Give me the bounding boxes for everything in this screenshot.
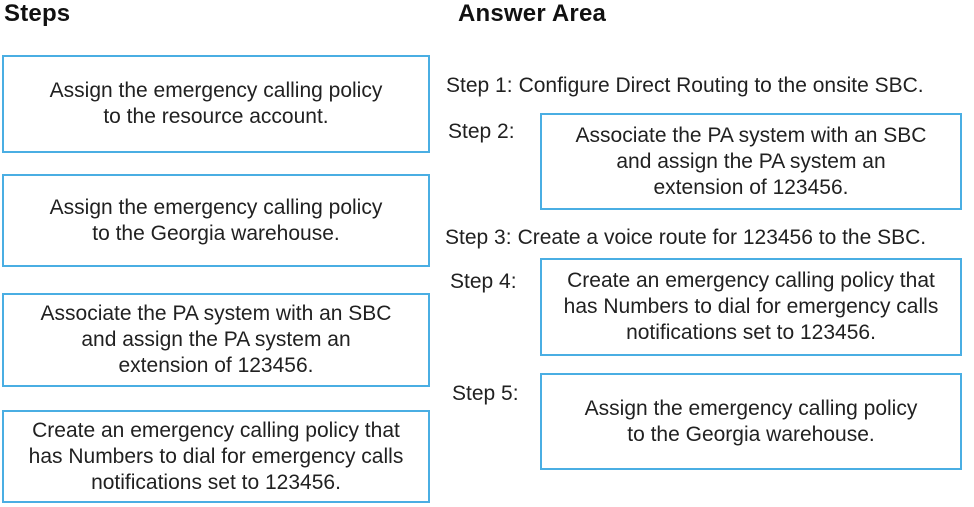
steps-panel-title: Steps (4, 0, 71, 27)
step-5-answer-text: Assign the emergency calling policy to t… (584, 396, 918, 446)
steps-option-text-4: Create an emergency calling policy that … (28, 418, 404, 494)
step-2-label: Step 2: (448, 120, 515, 143)
steps-option-box-4[interactable]: Create an emergency calling policy that … (2, 410, 430, 503)
step-3-text: Create a voice route for 123456 to the S… (517, 226, 927, 249)
answer-row-step-1: Step 1:Configure Direct Routing to the o… (446, 74, 924, 98)
steps-option-text-2: Assign the emergency calling policy to t… (49, 195, 383, 245)
steps-option-text-1: Assign the emergency calling policy to t… (49, 79, 383, 128)
step-3-label: Step 3: (445, 226, 512, 249)
step-4-answer-text: Create an emergency calling policy that … (563, 269, 939, 344)
steps-option-box-1[interactable]: Assign the emergency calling policy to t… (2, 55, 430, 153)
steps-option-text-3: Associate the PA system with an SBC and … (40, 302, 392, 377)
steps-option-box-3[interactable]: Associate the PA system with an SBC and … (2, 293, 430, 387)
answer-drop-box-step-2[interactable]: Associate the PA system with an SBC and … (540, 113, 962, 210)
step-5-label: Step 5: (452, 382, 519, 405)
step-1-text: Configure Direct Routing to the onsite S… (518, 74, 924, 97)
answer-drop-box-step-4[interactable]: Create an emergency calling policy that … (540, 258, 962, 356)
steps-option-box-2[interactable]: Assign the emergency calling policy to t… (2, 174, 430, 267)
answer-area-title: Answer Area (458, 0, 607, 27)
answer-row-step-3: Step 3:Create a voice route for 123456 t… (445, 226, 926, 250)
step-1-label: Step 1: (446, 74, 513, 97)
step-4-label: Step 4: (450, 270, 517, 293)
step-2-answer-text: Associate the PA system with an SBC and … (575, 123, 927, 199)
answer-drop-box-step-5[interactable]: Assign the emergency calling policy to t… (540, 373, 962, 470)
